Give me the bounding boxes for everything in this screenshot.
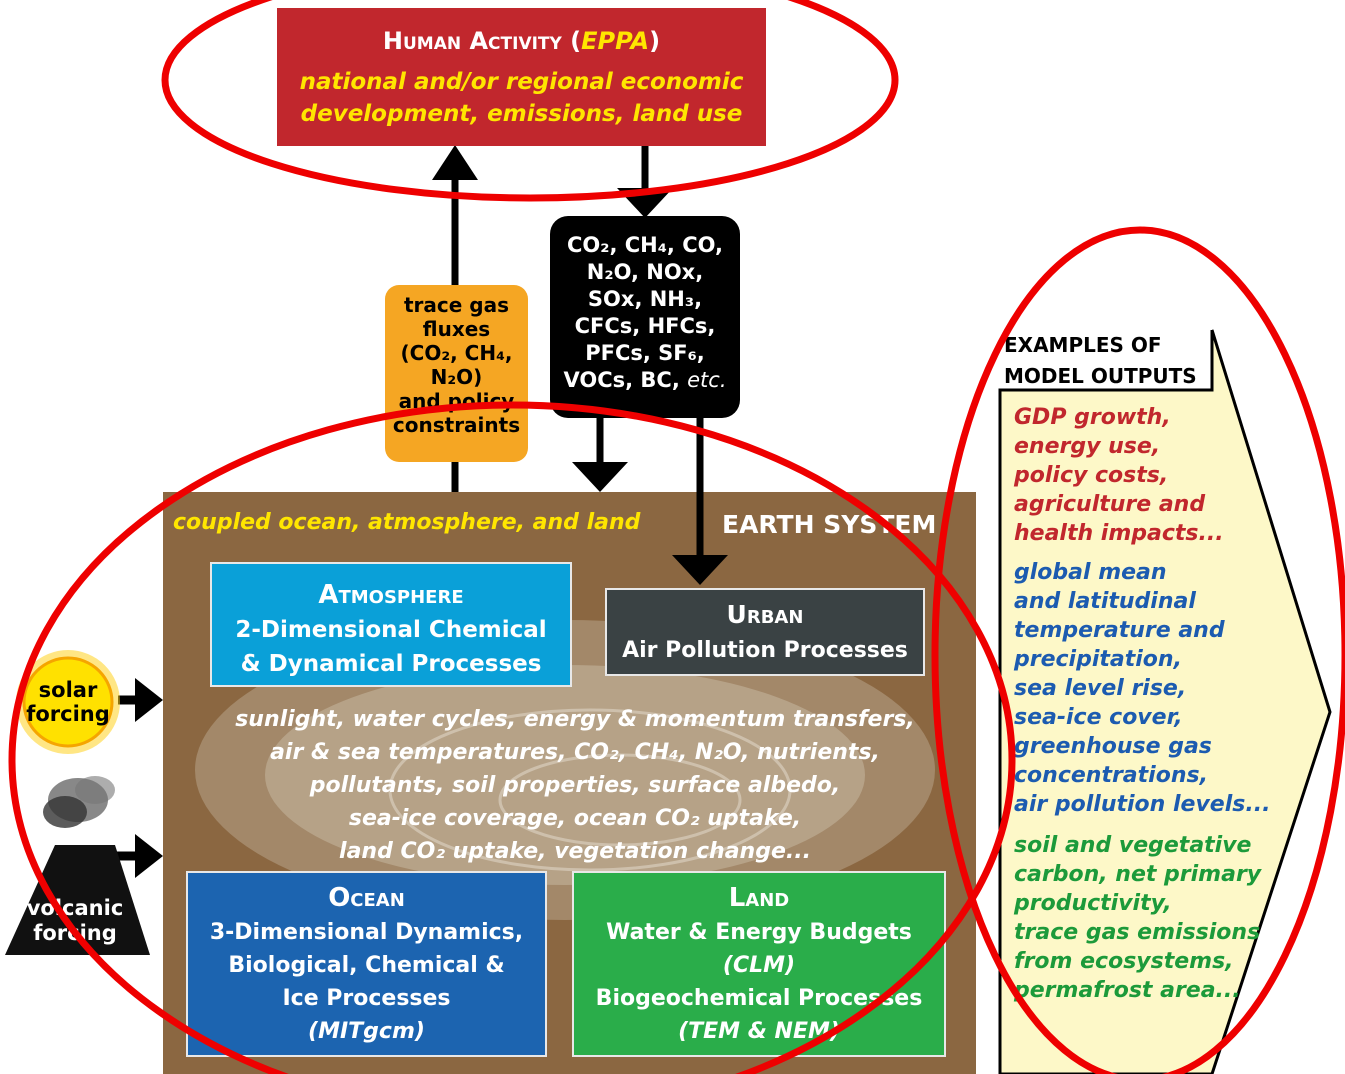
output-item: energy use, [1014, 434, 1161, 459]
coupled-label: coupled ocean, atmosphere, and land [173, 510, 641, 535]
output-item: permafrost area... [1014, 978, 1241, 1003]
earth-system-title: EARTH SYSTEM [722, 510, 937, 539]
output-item: soil and vegetative [1014, 833, 1252, 858]
output-item: from ecosystems, [1014, 949, 1234, 974]
output-item: agriculture and [1014, 492, 1206, 517]
output-item: productivity, [1014, 891, 1172, 916]
output-item: and latitudinal [1014, 589, 1196, 614]
output-item: GDP growth, [1014, 405, 1171, 430]
arrow-human-down [617, 145, 673, 218]
output-item: sea level rise, [1014, 676, 1187, 701]
output-item: trace gas emissions [1014, 920, 1261, 945]
arrow-emissions-down [572, 418, 628, 492]
output-item: health impacts... [1014, 521, 1224, 546]
output-item: precipitation, [1014, 647, 1182, 672]
human-activity-title: Human Activity (EPPA) [382, 27, 661, 55]
emissions-text: CO₂, CH₄, CO,N₂O, NOx,SOx, NH₃,CFCs, HFC… [563, 233, 727, 392]
arrow-solar-forcing [118, 678, 163, 722]
earth-processes-text: sunlight, water cycles, energy & momentu… [235, 707, 915, 864]
output-item: policy costs, [1014, 463, 1169, 488]
output-item: global mean [1014, 560, 1167, 585]
output-item: concentrations, [1014, 763, 1208, 788]
output-item: temperature and [1014, 618, 1225, 643]
output-item: greenhouse gas [1014, 734, 1212, 759]
emissions-box [550, 216, 740, 418]
output-item: sea-ice cover, [1014, 705, 1183, 730]
outputs-ecosystem-list: soil and vegetative carbon, net primary … [1014, 831, 1261, 1005]
output-item: air pollution levels... [1014, 792, 1271, 817]
output-item: carbon, net primary [1014, 862, 1262, 887]
outputs-climate-list: global mean and latitudinal temperature … [1014, 558, 1270, 819]
outputs-econ-list: GDP growth, energy use, policy costs, ag… [1014, 403, 1224, 548]
